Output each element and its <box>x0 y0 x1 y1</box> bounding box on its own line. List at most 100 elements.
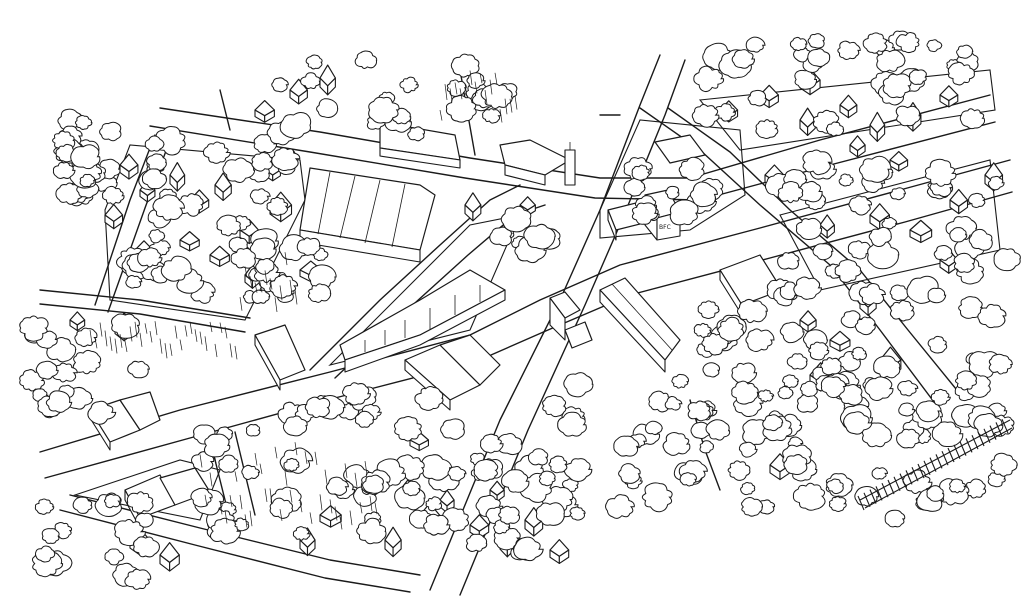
hatch-stroke <box>254 282 258 293</box>
tree <box>605 494 635 519</box>
tree <box>924 158 957 187</box>
tree <box>968 228 993 251</box>
house <box>214 172 232 202</box>
rail-tie <box>965 438 973 453</box>
hatch-stroke <box>279 509 283 521</box>
hatch-stroke <box>259 282 263 293</box>
hatch-stroke <box>494 72 498 85</box>
hatch-stroke <box>179 339 183 351</box>
tree <box>447 465 467 482</box>
tree <box>828 496 847 512</box>
hatch-stroke <box>454 82 458 95</box>
warehouse-center <box>299 167 436 263</box>
tree <box>498 505 520 525</box>
tree <box>837 40 861 60</box>
tree <box>897 380 919 397</box>
tree <box>160 255 193 282</box>
tree <box>234 517 250 532</box>
tree <box>325 476 349 496</box>
tree <box>783 454 808 476</box>
tree <box>679 472 697 487</box>
rail-tie <box>893 476 901 492</box>
tree <box>269 497 293 519</box>
house <box>169 162 186 192</box>
tree <box>691 103 720 128</box>
hatch-stroke <box>184 325 188 337</box>
tree <box>930 388 951 406</box>
house <box>119 153 139 180</box>
house <box>319 64 336 96</box>
hatch-stroke <box>284 252 288 266</box>
tree <box>393 415 422 442</box>
tree <box>757 389 775 403</box>
tree <box>956 44 974 59</box>
hatch-stroke <box>129 326 133 342</box>
tree <box>230 248 256 269</box>
tree <box>241 464 260 480</box>
hatch-stroke <box>369 496 373 511</box>
tree <box>779 321 805 344</box>
hatch-stroke <box>89 329 93 344</box>
hatch-stroke <box>94 337 98 349</box>
tree <box>795 217 823 241</box>
hatch-stroke <box>144 323 148 334</box>
tree <box>889 187 907 201</box>
hatch-stroke <box>114 338 118 354</box>
tree <box>861 422 893 448</box>
north-road-right-edge <box>459 59 686 596</box>
tree <box>973 413 1004 438</box>
tree <box>834 259 862 283</box>
tree <box>895 105 921 127</box>
hatch-stroke <box>169 343 173 356</box>
tree <box>693 322 712 338</box>
tree <box>251 289 271 304</box>
tree <box>737 298 768 324</box>
house <box>179 231 200 252</box>
rail-tie <box>875 486 883 501</box>
house <box>439 489 455 514</box>
tree <box>826 478 844 495</box>
tree <box>777 385 794 400</box>
railway <box>857 418 1013 511</box>
tree <box>354 50 378 69</box>
house <box>799 107 816 136</box>
west-horizontal-street <box>39 289 251 319</box>
tree <box>222 157 256 183</box>
hatch-stroke <box>234 471 238 482</box>
tree <box>825 121 845 137</box>
tree <box>527 448 549 466</box>
tree <box>949 227 968 243</box>
house <box>839 94 858 119</box>
tree <box>738 441 758 458</box>
house <box>909 219 933 244</box>
rail-tie <box>911 466 919 482</box>
tree <box>895 31 920 54</box>
tree <box>305 54 323 70</box>
tree <box>777 181 804 204</box>
tree <box>908 69 927 85</box>
hatch-stroke <box>339 516 343 530</box>
tree <box>249 237 277 261</box>
hatch-stroke <box>174 325 178 339</box>
tree <box>563 458 593 483</box>
tree <box>124 568 152 590</box>
hatch-stroke <box>209 472 213 487</box>
tree <box>820 376 846 399</box>
rail-tie <box>929 457 937 472</box>
tree <box>926 39 943 53</box>
tree <box>19 315 49 342</box>
hatch-stroke <box>194 329 198 342</box>
tree <box>884 509 906 528</box>
tree <box>523 223 556 250</box>
hatch-stroke <box>279 285 283 301</box>
hatch-stroke <box>109 336 113 351</box>
tree <box>851 346 867 361</box>
tree <box>146 153 167 172</box>
tree <box>990 452 1018 477</box>
hatch-stroke <box>474 81 478 94</box>
hatch-stroke <box>319 494 323 511</box>
tree <box>111 313 140 339</box>
hatch-stroke <box>199 454 203 468</box>
